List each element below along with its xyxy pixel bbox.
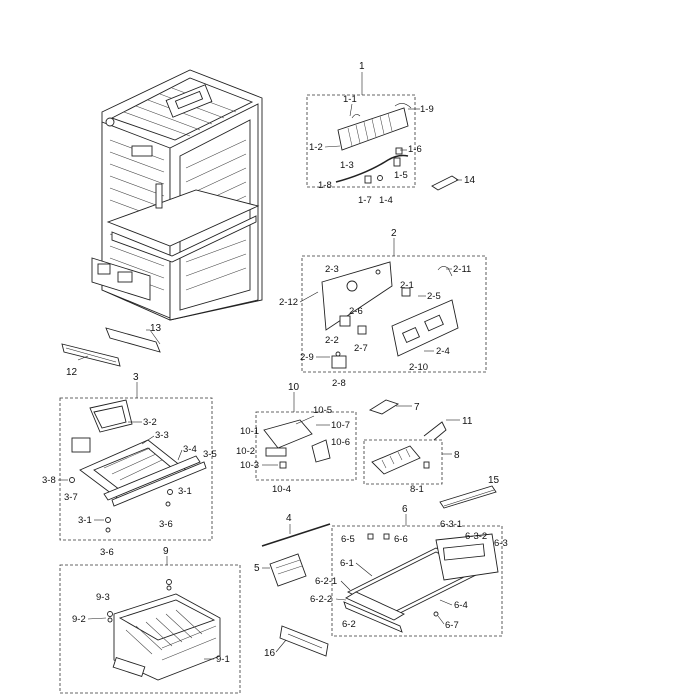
label-9-3: 9-3 bbox=[96, 592, 110, 603]
label-3: 3 bbox=[133, 372, 139, 383]
label-3-7: 3-7 bbox=[64, 492, 78, 503]
label-1-7: 1-7 bbox=[358, 195, 372, 206]
label-2-10: 2-10 bbox=[409, 362, 428, 373]
label-1-8: 1-8 bbox=[318, 180, 332, 191]
label-3-1: 3-1 bbox=[178, 486, 192, 497]
label-10-2: 10-2 bbox=[236, 446, 255, 457]
label-10-3: 10-3 bbox=[240, 460, 259, 471]
refrigerator-cabinet bbox=[91, 69, 263, 321]
label-2-6: 2-6 bbox=[349, 306, 363, 317]
group-9-box: 9 9-3 9-2 9-1 bbox=[59, 546, 241, 694]
label-6-2-1: 6-2-1 bbox=[315, 576, 337, 587]
label-6-5: 6-5 bbox=[341, 534, 355, 545]
part-15: 15 bbox=[439, 475, 500, 509]
label-12: 12 bbox=[66, 367, 78, 378]
label-5: 5 bbox=[254, 563, 260, 574]
label-6-3-1: 6-3-1 bbox=[440, 519, 462, 530]
part-16: 16 bbox=[264, 625, 329, 659]
label-10-4: 10-4 bbox=[272, 484, 291, 495]
label-3-6-lower: 3-6 bbox=[100, 547, 114, 558]
label-16: 16 bbox=[264, 648, 276, 659]
label-2-8: 2-8 bbox=[332, 378, 346, 389]
label-1-2: 1-2 bbox=[309, 142, 323, 153]
group-6-box: 6 6-3-1 6-3-2 6-3 6-5 6-6 6-1 6-2-1 6-2-… bbox=[310, 504, 508, 637]
label-2-7: 2-7 bbox=[354, 343, 368, 354]
label-3-1-lower: 3-1 bbox=[78, 515, 92, 526]
label-6-2-2: 6-2-2 bbox=[310, 594, 332, 605]
part-4: 4 bbox=[261, 513, 331, 547]
label-10-6: 10-6 bbox=[331, 437, 350, 448]
group-8-box: 8 8-1 bbox=[363, 439, 460, 495]
label-9-1: 9-1 bbox=[216, 654, 230, 665]
label-6-3: 6-3 bbox=[494, 538, 508, 549]
group-10-box: 10 10-5 10-1 10-7 10-6 10-2 10-3 10-4 bbox=[236, 382, 357, 495]
label-10-7: 10-7 bbox=[331, 420, 350, 431]
group-1-box: 1 1-1 1-9 1-2 1-6 1-3 1-5 1-8 1-7 1-4 bbox=[306, 61, 434, 206]
part-12: 12 bbox=[61, 343, 121, 378]
label-2-12: 2-12 bbox=[279, 297, 298, 308]
label-1: 1 bbox=[359, 61, 365, 72]
label-2-3: 2-3 bbox=[325, 264, 339, 275]
label-10: 10 bbox=[288, 382, 300, 393]
label-8-1: 8-1 bbox=[410, 484, 424, 495]
label-6-2: 6-2 bbox=[342, 619, 356, 630]
group-2-box: 2 2-3 2-11 2-1 2-5 2-12 2-6 2-2 2-7 2-4 … bbox=[279, 228, 487, 389]
label-10-5: 10-5 bbox=[313, 405, 332, 416]
label-2-11: 2-11 bbox=[453, 264, 471, 275]
label-3-2: 3-2 bbox=[143, 417, 157, 428]
label-4: 4 bbox=[286, 513, 292, 524]
label-9: 9 bbox=[163, 546, 169, 557]
label-10-1: 10-1 bbox=[240, 426, 259, 437]
label-6-6: 6-6 bbox=[394, 534, 408, 545]
group-3-box: 3 3-2 3-3 3-4 3-5 3-8 3-7 3-1 3-6 3-1 bbox=[42, 372, 217, 558]
label-9-2: 9-2 bbox=[72, 614, 86, 625]
part-7: 7 bbox=[368, 399, 420, 415]
label-6-1: 6-1 bbox=[340, 558, 354, 569]
label-11: 11 bbox=[462, 416, 473, 427]
label-1-4: 1-4 bbox=[379, 195, 393, 206]
label-13: 13 bbox=[150, 323, 162, 334]
label-2-9: 2-9 bbox=[300, 352, 314, 363]
label-2-5: 2-5 bbox=[427, 291, 441, 302]
label-6-7: 6-7 bbox=[445, 620, 459, 631]
label-14: 14 bbox=[464, 175, 476, 186]
label-7: 7 bbox=[414, 402, 420, 413]
label-1-9: 1-9 bbox=[420, 104, 434, 115]
label-6: 6 bbox=[402, 504, 408, 515]
label-6-3-2: 6-3-2 bbox=[465, 531, 487, 542]
label-8: 8 bbox=[454, 450, 460, 461]
label-2-1: 2-1 bbox=[400, 280, 414, 291]
part-13: 13 bbox=[105, 323, 162, 353]
label-2: 2 bbox=[391, 228, 397, 239]
label-1-3: 1-3 bbox=[340, 160, 354, 171]
label-6-4: 6-4 bbox=[454, 600, 468, 611]
label-15: 15 bbox=[488, 475, 500, 486]
label-2-2: 2-2 bbox=[325, 335, 339, 346]
label-3-3: 3-3 bbox=[155, 430, 169, 441]
label-3-6: 3-6 bbox=[159, 519, 173, 530]
label-3-4: 3-4 bbox=[183, 444, 197, 455]
label-3-5: 3-5 bbox=[203, 449, 217, 460]
label-3-8: 3-8 bbox=[42, 475, 56, 486]
part-14: 14 bbox=[431, 175, 476, 191]
part-11: 11 bbox=[423, 416, 473, 441]
label-1-1: 1-1 bbox=[343, 94, 357, 105]
label-1-6: 1-6 bbox=[408, 144, 422, 155]
label-1-5: 1-5 bbox=[394, 170, 408, 181]
part-5: 5 bbox=[254, 553, 307, 587]
label-2-4: 2-4 bbox=[436, 346, 450, 357]
